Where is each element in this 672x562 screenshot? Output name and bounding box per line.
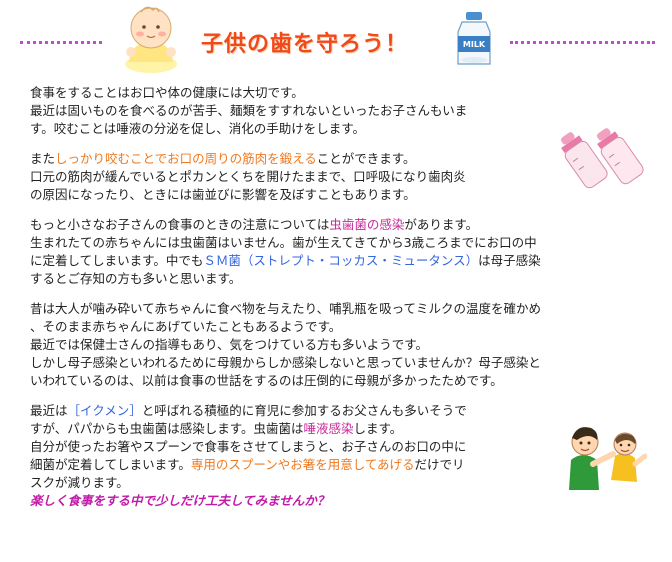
- text-line: 最近は［イクメン］と呼ばれる積極的に育児に参加するお父さんも多いそうで: [30, 402, 556, 420]
- highlight-text: ＳＭ菌（ストレプト・コッカス・ミュータンス）: [203, 253, 479, 268]
- highlight-text: 唾液感染: [303, 421, 354, 436]
- text-line: の原因になったり、ときには歯並びに影響を及ぼすこともあります。: [30, 187, 416, 202]
- closing-message: 楽しく食事をする中で少しだけ工夫してみませんか？: [30, 493, 330, 508]
- text-line: もっと小さなお子さんの食事のときの注意については虫歯菌の感染があります。: [30, 216, 556, 234]
- article-body: 食事をすることはお口や体の健康には大切です。 最近は固いものを食べるのが苦手、麺…: [30, 84, 556, 510]
- text-segment: だけでリ: [414, 457, 465, 472]
- text-line: スクが減ります。: [30, 475, 129, 490]
- page-title: 子供の歯を守ろう！: [201, 32, 409, 57]
- baby-illustration-icon: [113, 2, 189, 78]
- milk-bottle-icon: MILK: [452, 10, 496, 72]
- text-segment: もっと小さなお子さんの食事のときの注意については: [30, 217, 330, 232]
- text-line: 昔は大人が噛み砕いて赤ちゃんに食べ物を与えたり、哺乳瓶を吸ってミルクの温度を確か…: [30, 301, 542, 316]
- highlight-text: しっかり咬むことでお口の周りの筋肉を鍛える: [55, 151, 317, 166]
- text-line: しかし母子感染といわれるために母親からしか感染しないと思っていませんか？母子感染…: [30, 355, 541, 370]
- text-segment: があります。: [404, 217, 479, 232]
- text-line: す。咬むことは唾液の分泌を促し、消化の手助けをします。: [30, 121, 366, 136]
- paragraph-ikumen: 最近は［イクメン］と呼ばれる積極的に育児に参加するお父さんも多いそうで すが、パ…: [30, 402, 556, 510]
- text-segment: 最近は: [30, 403, 68, 418]
- text-line: 細菌が定着してしまいます。専用のスプーンやお箸を用意してあげるだけでリ: [30, 456, 556, 474]
- highlight-text: ［イクメン］: [67, 403, 142, 418]
- text-segment: ことができます。: [316, 151, 416, 166]
- text-line: するとご存知の方も多いと思います。: [30, 271, 242, 286]
- text-segment: に定着してしまいます。中でも: [30, 253, 204, 268]
- text-segment: は母子感染: [478, 253, 541, 268]
- text-line: に定着してしまいます。中でもＳＭ菌（ストレプト・コッカス・ミュータンス）は母子感…: [30, 252, 556, 270]
- text-segment: 細菌が定着してしまいます。: [30, 457, 191, 472]
- text-line: 最近は固いものを食べるのが苦手、麺類をすすれないといったお子さんもいま: [30, 103, 468, 118]
- text-line: 口元の筋肉が緩んでいるとポカンとくちを開けたままで、口呼吸になり歯肉炎: [30, 169, 466, 184]
- highlight-text: 虫歯菌の感染: [329, 217, 405, 232]
- paragraph-chewing: 食事をすることはお口や体の健康には大切です。 最近は固いものを食べるのが苦手、麺…: [30, 84, 556, 138]
- parent-child-icon: [563, 420, 648, 494]
- svg-text:MILK: MILK: [463, 40, 486, 49]
- highlight-text: 専用のスプーンやお箸を用意してあげる: [190, 457, 415, 472]
- text-line: 自分が使ったお箸やスプーンで食事をさせてしまうと、お子さんのお口の中に: [30, 439, 467, 454]
- text-line: 最近では保健士さんの指導もあり、気をつけている方も多いようです。: [30, 337, 429, 352]
- text-line: いわれているのは、以前は食事の世話をするのは圧倒的に母親が多かったためです。: [30, 373, 503, 388]
- dotted-divider-right: [510, 41, 655, 44]
- text-segment: また: [30, 151, 56, 166]
- text-line: 、そのまま赤ちゃんにあげていたこともあるようです。: [30, 319, 342, 334]
- text-segment: すが、パパからも虫歯菌は感染します。虫歯菌は: [30, 421, 304, 436]
- text-line: すが、パパからも虫歯菌は感染します。虫歯菌は唾液感染します。: [30, 420, 556, 438]
- baby-bottles-icon: [553, 120, 653, 200]
- text-line: またしっかり咬むことでお口の周りの筋肉を鍛えることができます。: [30, 150, 556, 168]
- paragraph-infection: もっと小さなお子さんの食事のときの注意については虫歯菌の感染があります。 生まれ…: [30, 216, 556, 288]
- dotted-divider-left: [20, 41, 102, 44]
- paragraph-muscles: またしっかり咬むことでお口の周りの筋肉を鍛えることができます。 口元の筋肉が緩ん…: [30, 150, 556, 204]
- text-segment: と呼ばれる積極的に育児に参加するお父さんも多いそうで: [141, 403, 467, 418]
- header: 子供の歯を守ろう！ MILK: [0, 0, 672, 80]
- text-line: 生まれたての赤ちゃんには虫歯菌はいません。歯が生えてきてから3歳ころまでにお口の…: [30, 235, 537, 250]
- paragraph-mother-infection: 昔は大人が噛み砕いて赤ちゃんに食べ物を与えたり、哺乳瓶を吸ってミルクの温度を確か…: [30, 300, 556, 390]
- text-segment: します。: [353, 421, 403, 436]
- text-line: 食事をすることはお口や体の健康には大切です。: [30, 85, 304, 100]
